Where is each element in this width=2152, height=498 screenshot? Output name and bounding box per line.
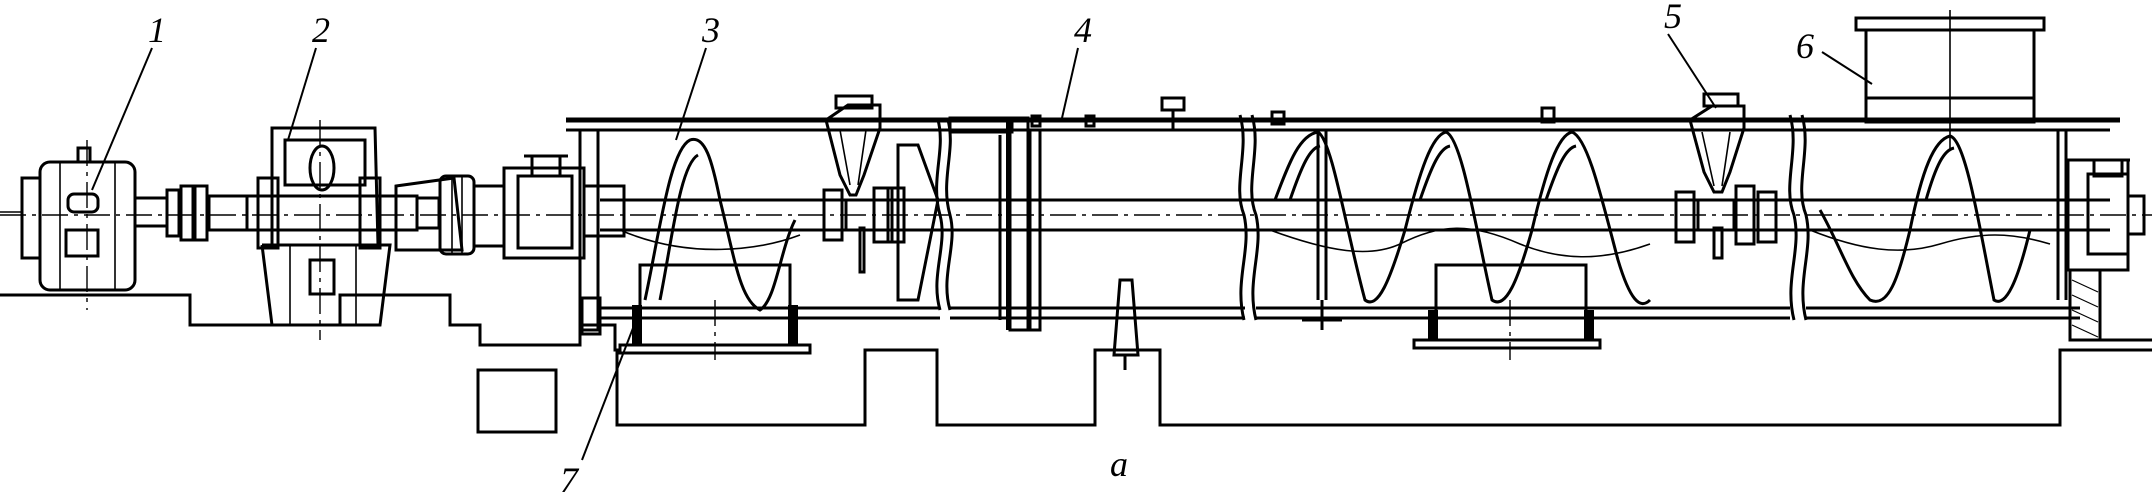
callout-label-1: 1: [148, 10, 166, 50]
electric-motor: [0, 146, 249, 292]
figure-caption: a: [1110, 444, 1128, 484]
callout-5: 5: [1664, 0, 1717, 109]
screw-flights-section-3: [1269, 130, 1652, 306]
callout-2: 2: [287, 10, 330, 141]
trough-section-4: [1806, 10, 2080, 320]
foundation-outline: [0, 293, 2152, 434]
section-break-1: [935, 116, 1014, 320]
section-break-2: [1238, 114, 1260, 321]
trough-section-3: [1256, 106, 1790, 350]
callout-label-2: 2: [312, 10, 330, 50]
callout-label-3: 3: [701, 10, 720, 50]
callout-1: 1: [91, 10, 166, 191]
section-break-3: [1788, 114, 1810, 321]
screw-flights-section-1: [619, 137, 801, 312]
callout-label-5: 5: [1664, 0, 1682, 36]
trough-section-2: [950, 96, 1245, 370]
intermediate-hanger-bearing-5: [1674, 92, 1778, 260]
callout-4: 4: [1061, 10, 1092, 119]
trough-section-1: [566, 117, 2120, 336]
intermediate-hanger-bearing-1: [822, 94, 940, 302]
callout-7: 7: [560, 309, 641, 498]
callout-3: 3: [675, 10, 720, 141]
callout-label-7: 7: [560, 460, 580, 498]
drive-end-bearing: [502, 154, 626, 260]
screw-flights-section-4: [1809, 134, 2051, 303]
callout-6: 6: [1796, 26, 1873, 85]
tail-end-bearing: [2066, 158, 2152, 342]
callout-label-6: 6: [1796, 26, 1814, 66]
vertical-center-lines: [86, 120, 1511, 360]
callout-label-4: 4: [1074, 10, 1092, 50]
